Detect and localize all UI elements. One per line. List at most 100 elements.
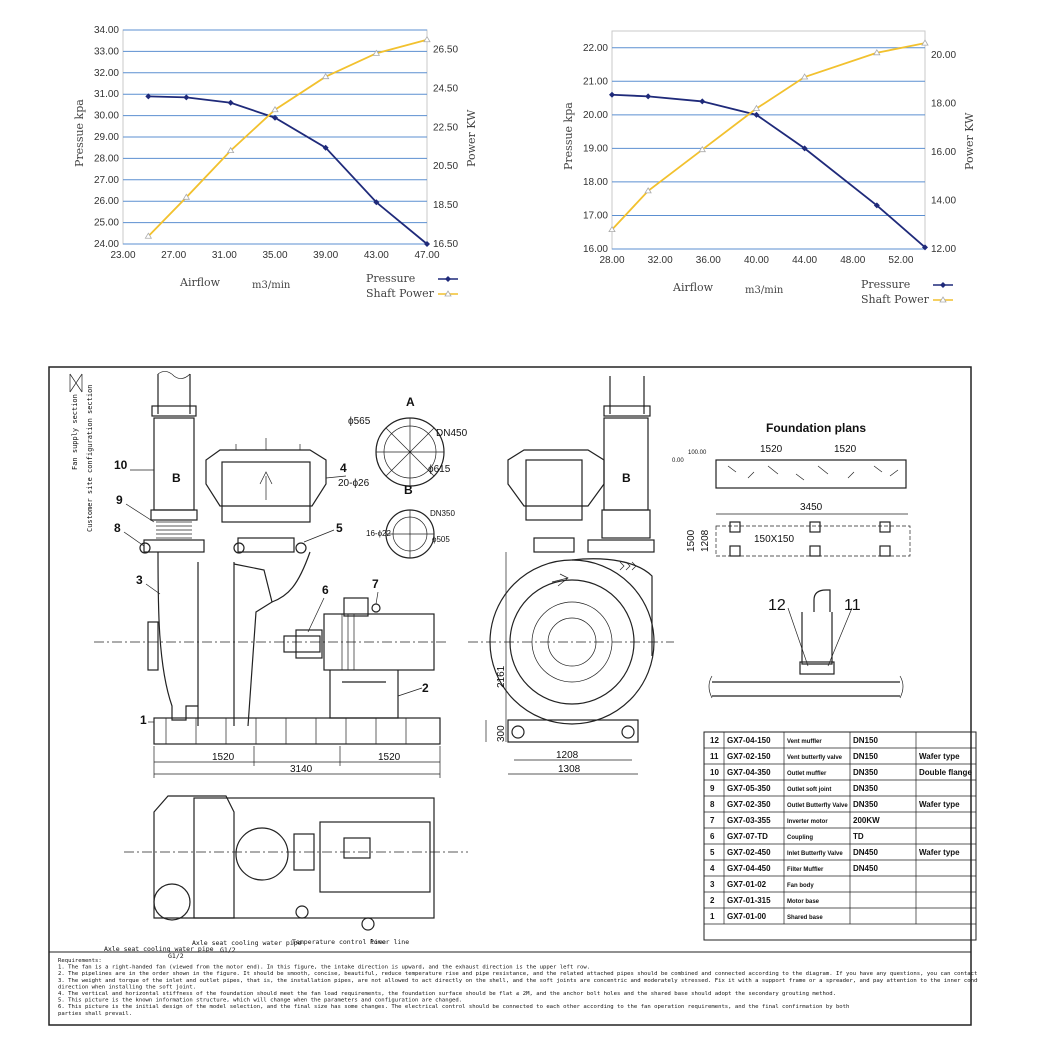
- svg-text:Temperature control line: Temperature control line: [292, 938, 386, 946]
- y-tick-label: 32.00: [94, 68, 119, 79]
- data-point: [801, 145, 808, 152]
- svg-text:9: 9: [116, 493, 123, 507]
- y2-tick-label: 14.00: [931, 196, 956, 207]
- y-tick-label: 25.00: [94, 218, 119, 229]
- table-cell: GX7-01-00: [727, 912, 767, 921]
- svg-text:2: 2: [422, 681, 429, 695]
- svg-text:1208: 1208: [700, 529, 711, 552]
- x-tick-label: 47.00: [414, 250, 439, 261]
- x-tick-label: 43.00: [364, 250, 389, 261]
- table-cell: 1: [710, 912, 715, 921]
- data-point: [608, 225, 616, 233]
- svg-text:1520: 1520: [760, 444, 783, 455]
- legend-marker: [445, 276, 451, 282]
- x-tick-label: 39.00: [313, 250, 338, 261]
- svg-text:1308: 1308: [558, 764, 581, 775]
- table-cell: 10: [710, 768, 719, 777]
- table-cell: Inverter motor: [787, 819, 828, 825]
- y-tick-label: 17.00: [583, 210, 608, 221]
- data-point: [921, 39, 929, 46]
- data-point: [182, 193, 191, 200]
- x-tick-label: 40.00: [744, 255, 769, 266]
- callout-labels-front: 10 9 8 3 1 4 5 6 7 2 B: [114, 458, 429, 727]
- table-cell: 6: [710, 832, 715, 841]
- drawing-border: [48, 366, 972, 1026]
- table-cell: GX7-02-150: [727, 752, 771, 761]
- table-cell: 12: [710, 736, 719, 745]
- table-cell: GX7-05-350: [727, 784, 771, 793]
- y-tick-label: 26.00: [94, 196, 119, 207]
- svg-text:12: 12: [768, 597, 786, 614]
- x-tick-label: 44.00: [792, 255, 817, 266]
- data-point: [226, 146, 235, 154]
- y-tick-label: 24.00: [94, 239, 119, 250]
- data-point: [800, 73, 809, 80]
- svg-text:11: 11: [844, 597, 861, 614]
- svg-text:1520: 1520: [378, 752, 401, 763]
- x-tick-label: 35.00: [262, 250, 287, 261]
- table-cell: 2: [710, 896, 715, 905]
- x-tick-label: 36.00: [696, 255, 721, 266]
- data-point: [424, 241, 430, 247]
- data-point: [373, 199, 380, 206]
- data-point: [753, 111, 760, 118]
- table-cell: Shared base: [787, 915, 823, 921]
- table-cell: DN350: [853, 768, 878, 777]
- table-cell: 200KW: [853, 816, 880, 825]
- table-cell: GX7-02-450: [727, 848, 771, 857]
- table-cell: DN350: [853, 800, 878, 809]
- table-cell: TD: [853, 832, 864, 841]
- data-point: [698, 145, 706, 153]
- front-elevation-view: 10 9 8 3 1 4 5 6 7 2 B 1520: [94, 371, 448, 778]
- table-cell: GX7-03-355: [727, 816, 771, 825]
- svg-text:B: B: [172, 471, 181, 485]
- legend-label: Shaft Power: [861, 293, 930, 306]
- data-point: [873, 49, 881, 56]
- table-cell: DN350: [853, 784, 878, 793]
- x-tick-label: 52.00: [888, 255, 913, 266]
- data-point: [183, 94, 190, 101]
- engineering-drawing: Fan supply section Customer site configu…: [48, 366, 978, 1026]
- data-point: [322, 144, 329, 151]
- table-row: 1 GX7-01-00 Shared base: [710, 912, 823, 921]
- svg-text:20-ϕ26: 20-ϕ26: [338, 478, 370, 489]
- legend-label: Shaft Power: [366, 287, 435, 300]
- table-cell: DN450: [853, 864, 878, 873]
- y-tick-label: 33.00: [94, 46, 119, 57]
- y2-tick-label: 24.50: [433, 83, 458, 94]
- flange-detail-a: A ϕ565 DN450 ϕ615 20-ϕ26: [338, 395, 468, 489]
- table-cell: GX7-07-TD: [727, 832, 768, 841]
- requirements-text: Requirements:1. The fan is a right-hande…: [58, 958, 978, 1017]
- data-point: [644, 187, 652, 194]
- chart-2-pressure-power: 16.0017.0018.0019.0020.0021.0022.0012.00…: [562, 30, 976, 306]
- data-point: [145, 93, 152, 100]
- svg-text:1520: 1520: [212, 752, 235, 763]
- data-point: [272, 114, 278, 121]
- dimensions-side: 2161 300 1208 1308: [485, 552, 638, 775]
- table-cell: Motor base: [787, 899, 820, 905]
- y-tick-label: 28.00: [94, 153, 119, 164]
- table-cell: Fan body: [787, 883, 814, 889]
- table-cell: 3: [710, 880, 715, 889]
- y-tick-label: 19.00: [583, 143, 608, 154]
- x-tick-label: 23.00: [110, 250, 135, 261]
- svg-text:A: A: [406, 395, 415, 409]
- x-tick-label: 28.00: [599, 255, 624, 266]
- svg-text:300: 300: [496, 725, 507, 742]
- svg-text:5: 5: [336, 521, 343, 535]
- data-point: [922, 244, 928, 251]
- table-cell: 7: [710, 816, 715, 825]
- table-cell: GX7-02-350: [727, 800, 771, 809]
- table-cell: GX7-04-350: [727, 768, 771, 777]
- y-tick-label: 27.00: [94, 175, 119, 186]
- legend-marker: [444, 290, 452, 297]
- table-cell: GX7-01-315: [727, 896, 771, 905]
- table-row: 2 GX7-01-315 Motor base: [710, 896, 820, 905]
- table-cell: 8: [710, 800, 715, 809]
- svg-text:3140: 3140: [290, 764, 313, 775]
